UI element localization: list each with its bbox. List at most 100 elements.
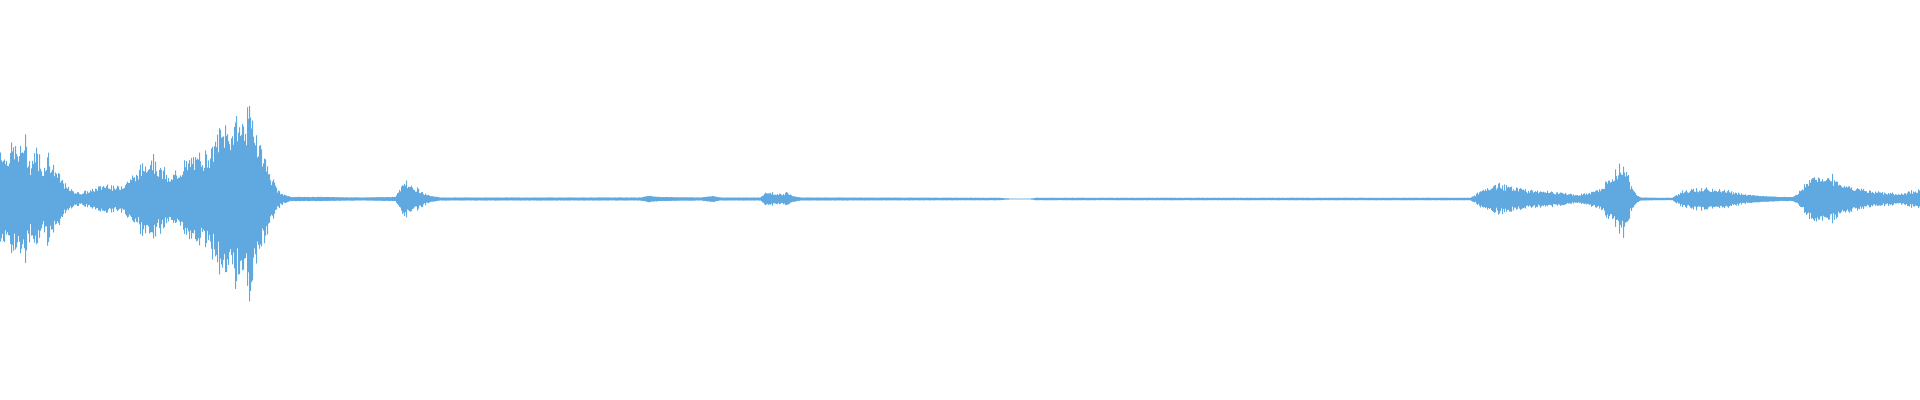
waveform-sample-bar	[960, 197, 962, 201]
waveform-sample-bar	[195, 157, 197, 240]
waveform-sample-bar	[480, 197, 482, 201]
waveform-sample-bar	[973, 197, 975, 201]
waveform-sample-bar	[1099, 197, 1101, 201]
waveform-sample-bar	[442, 197, 444, 201]
waveform-sample-bar	[1389, 197, 1391, 201]
waveform-sample-bar	[1440, 197, 1442, 201]
waveform-sample-bar	[1294, 197, 1296, 201]
waveform-sample-bar	[488, 197, 490, 201]
waveform-sample-bar	[641, 197, 643, 201]
waveform-sample-bar	[1880, 192, 1882, 206]
waveform-sample-bar	[1647, 197, 1649, 201]
waveform-sample-bar	[1223, 197, 1225, 201]
waveform-sample-bar	[519, 197, 521, 201]
waveform-sample-bar	[181, 176, 183, 222]
waveform-sample-bar	[222, 136, 224, 268]
waveform-sample-bar	[1749, 194, 1751, 203]
waveform-sample-bar	[271, 185, 273, 215]
waveform-sample-bar	[248, 118, 250, 273]
waveform-sample-bar	[1433, 197, 1435, 201]
waveform-sample-bar	[794, 196, 796, 202]
waveform-sample-bar	[941, 197, 943, 201]
waveform-sample-bar	[1257, 197, 1259, 201]
waveform-sample-bar	[1905, 193, 1907, 205]
waveform-sample-bar	[1876, 192, 1878, 205]
waveform-sample-bar	[1240, 197, 1242, 201]
waveform-sample-bar	[322, 196, 324, 202]
waveform-sample-bar	[1817, 182, 1819, 218]
waveform-sample-bar	[610, 197, 612, 201]
waveform-sample-bar	[966, 197, 968, 201]
waveform-sample-bar	[1325, 197, 1327, 201]
waveform-sample-bar	[1367, 197, 1369, 201]
waveform-sample-bar	[213, 161, 215, 234]
waveform-sample-bar	[645, 196, 647, 202]
waveform-sample-bar	[1563, 193, 1565, 206]
waveform-sample-bar	[354, 197, 356, 201]
waveform-sample-bar	[1659, 197, 1661, 201]
waveform-sample-bar	[1849, 186, 1851, 213]
waveform-sample-bar	[539, 197, 541, 201]
waveform-sample-bar	[1090, 197, 1092, 201]
waveform-sample-bar	[1754, 195, 1756, 203]
waveform-sample-bar	[747, 197, 749, 201]
waveform-sample-bar	[987, 197, 989, 201]
waveform-sample-bar	[1219, 197, 1221, 201]
waveform-sample-bar	[1372, 197, 1374, 201]
waveform-sample-bar	[363, 197, 365, 201]
waveform-sample-bar	[1776, 196, 1778, 202]
waveform-sample-bar	[1383, 197, 1385, 201]
waveform-sample-bar	[184, 160, 186, 234]
waveform-sample-bar	[892, 197, 894, 201]
waveform-sample-bar	[871, 197, 873, 201]
waveform-sample-bar	[1213, 197, 1215, 201]
waveform-sample-bar	[1809, 180, 1811, 220]
waveform-sample-bar	[1679, 194, 1681, 204]
waveform-sample-bar	[1277, 197, 1279, 201]
waveform-sample-bar	[827, 197, 829, 201]
waveform-sample-bar	[1331, 197, 1333, 201]
waveform-sample-bar	[637, 197, 639, 201]
waveform-sample-bar	[392, 196, 394, 202]
waveform-sample-bar	[1315, 197, 1317, 201]
waveform-sample-bar	[1057, 197, 1059, 201]
waveform-sample-bar	[1330, 197, 1332, 201]
waveform-sample-bar	[689, 197, 691, 201]
waveform-sample-bar	[1559, 193, 1561, 205]
waveform-sample-bar	[612, 197, 614, 201]
waveform-sample-bar	[1579, 195, 1581, 203]
waveform-sample-bar	[874, 197, 876, 201]
waveform-sample-bar	[254, 142, 256, 249]
waveform-sample-bar	[1658, 197, 1660, 201]
waveform-sample-bar	[40, 168, 42, 231]
waveform-sample-bar	[1717, 192, 1719, 207]
waveform-sample-bar	[454, 197, 456, 201]
waveform-sample-bar	[1382, 197, 1384, 201]
waveform-sample-bar	[365, 197, 367, 201]
waveform-sample-bar	[1409, 197, 1411, 201]
waveform-sample-bar	[45, 171, 47, 227]
waveform-sample-bar	[1332, 197, 1334, 201]
waveform-sample-bar	[934, 197, 936, 201]
waveform-sample-bar	[349, 197, 351, 201]
waveform-sample-bar	[189, 159, 191, 240]
waveform-sample-bar	[361, 197, 363, 201]
waveform-sample-bar	[1605, 181, 1607, 216]
waveform-sample-bar	[428, 195, 430, 204]
waveform-sample-bar	[1572, 195, 1574, 203]
waveform-sample-bar	[200, 161, 202, 238]
waveform-sample-bar	[429, 195, 431, 203]
waveform-sample-bar	[754, 197, 756, 201]
waveform-sample-bar	[81, 194, 83, 204]
waveform-sample-bar	[1335, 197, 1337, 201]
waveform-sample-bar	[1530, 190, 1532, 207]
waveform-sample-bar	[1539, 192, 1541, 206]
waveform-sample-bar	[605, 197, 607, 201]
waveform-sample-bar	[1498, 183, 1500, 215]
waveform-sample-bar	[526, 197, 528, 201]
waveform-sample-bar	[6, 161, 8, 235]
waveform-sample-bar	[1190, 197, 1192, 201]
waveform-sample-bar	[935, 197, 937, 201]
waveform-sample-bar	[407, 188, 409, 210]
